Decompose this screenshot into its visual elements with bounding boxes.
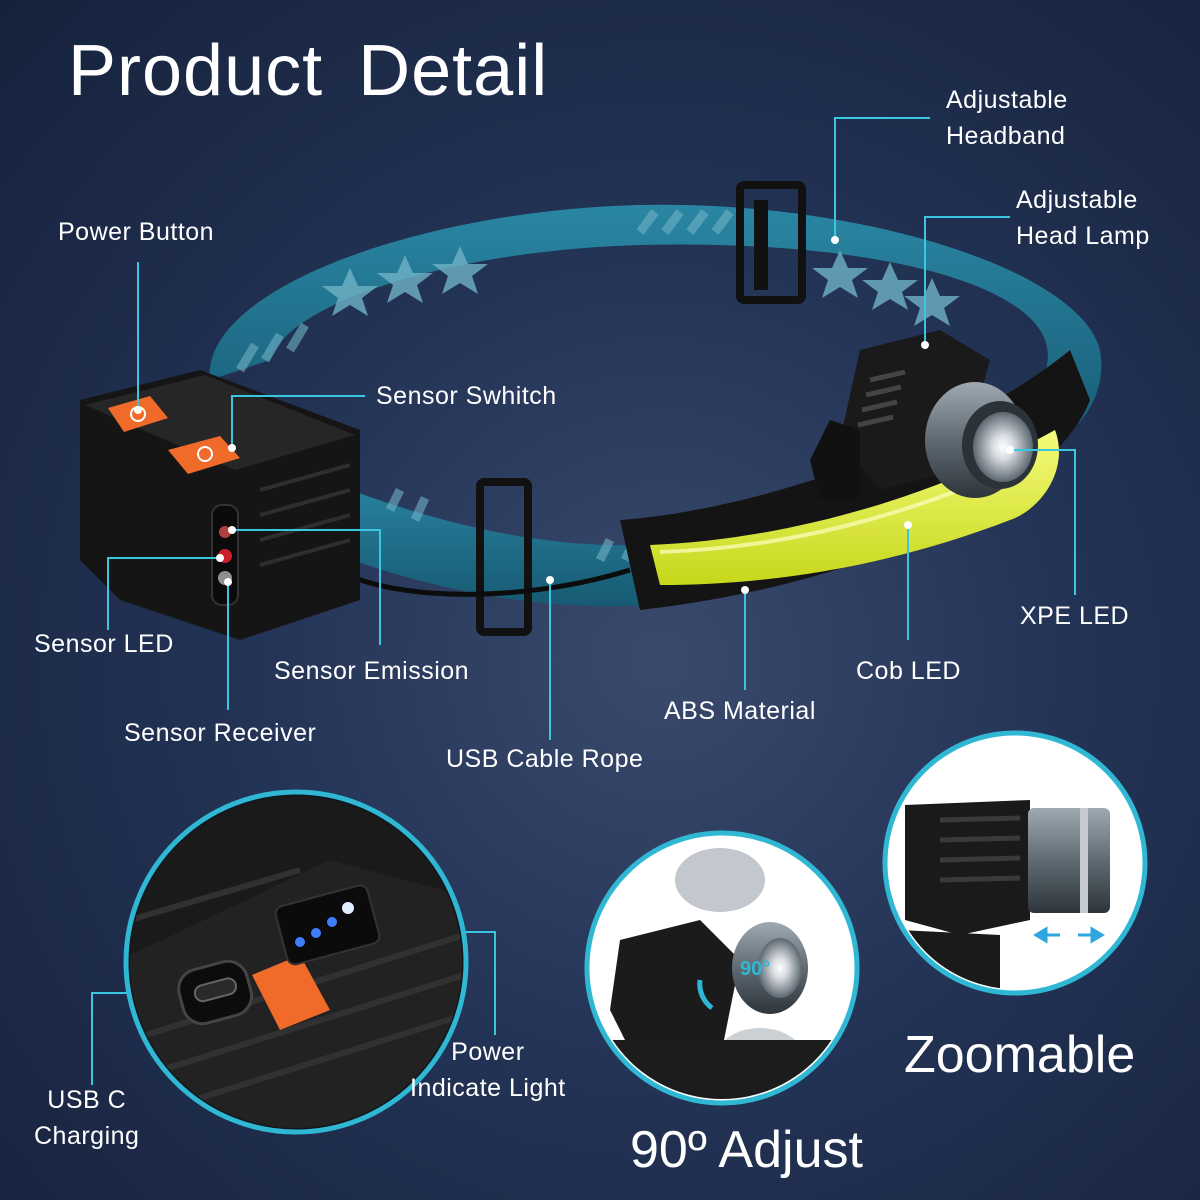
label-line: Power — [451, 1038, 525, 1066]
label-cob-led: Cob LED — [856, 657, 961, 685]
label-xpe-led: XPE LED — [1020, 602, 1130, 630]
label-usb-cable-rope: USB Cable Rope — [446, 745, 644, 773]
label-usb-c-charging: USB C Charging — [34, 1082, 139, 1154]
label-line: Charging — [34, 1122, 140, 1150]
callout-dots — [134, 236, 1014, 594]
label-line: Adjustable — [1016, 186, 1138, 214]
sensor-switch-button[interactable] — [168, 436, 240, 474]
label-sensor-led: Sensor LED — [34, 630, 174, 658]
feature-zoomable: Zoomable — [904, 1026, 1136, 1084]
label-abs-material: ABS Material — [664, 697, 816, 725]
label-adjustable-head-lamp: Adjustable Head Lamp — [1016, 182, 1150, 254]
head-lamp — [810, 330, 1038, 500]
label-line: Adjustable — [946, 86, 1068, 114]
detail-circle-charging — [123, 789, 469, 1135]
headband — [209, 181, 1102, 636]
label-sensor-switch: Sensor Swhitch — [376, 382, 557, 410]
label-line: Headband — [946, 122, 1066, 150]
battery-box — [80, 370, 360, 640]
label-line: Indicate Light — [410, 1074, 566, 1102]
label-power-indicate-light: Power Indicate Light — [410, 1034, 566, 1106]
label-power-button: Power Button — [58, 218, 215, 246]
label-line: Head Lamp — [1016, 222, 1150, 250]
label-adjustable-headband: Adjustable Headband — [946, 82, 1068, 154]
detail-circle-zoom — [882, 730, 1148, 996]
label-line: USB C — [47, 1086, 127, 1114]
label-sensor-receiver: Sensor Receiver — [124, 719, 317, 747]
detail-circle-adjust — [584, 830, 860, 1106]
adjust-degree-badge: 90° — [740, 958, 770, 980]
feature-90-adjust: 90º Adjust — [630, 1121, 863, 1179]
label-sensor-emission: Sensor Emission — [274, 657, 470, 685]
page-title: Product Detail — [68, 31, 549, 111]
